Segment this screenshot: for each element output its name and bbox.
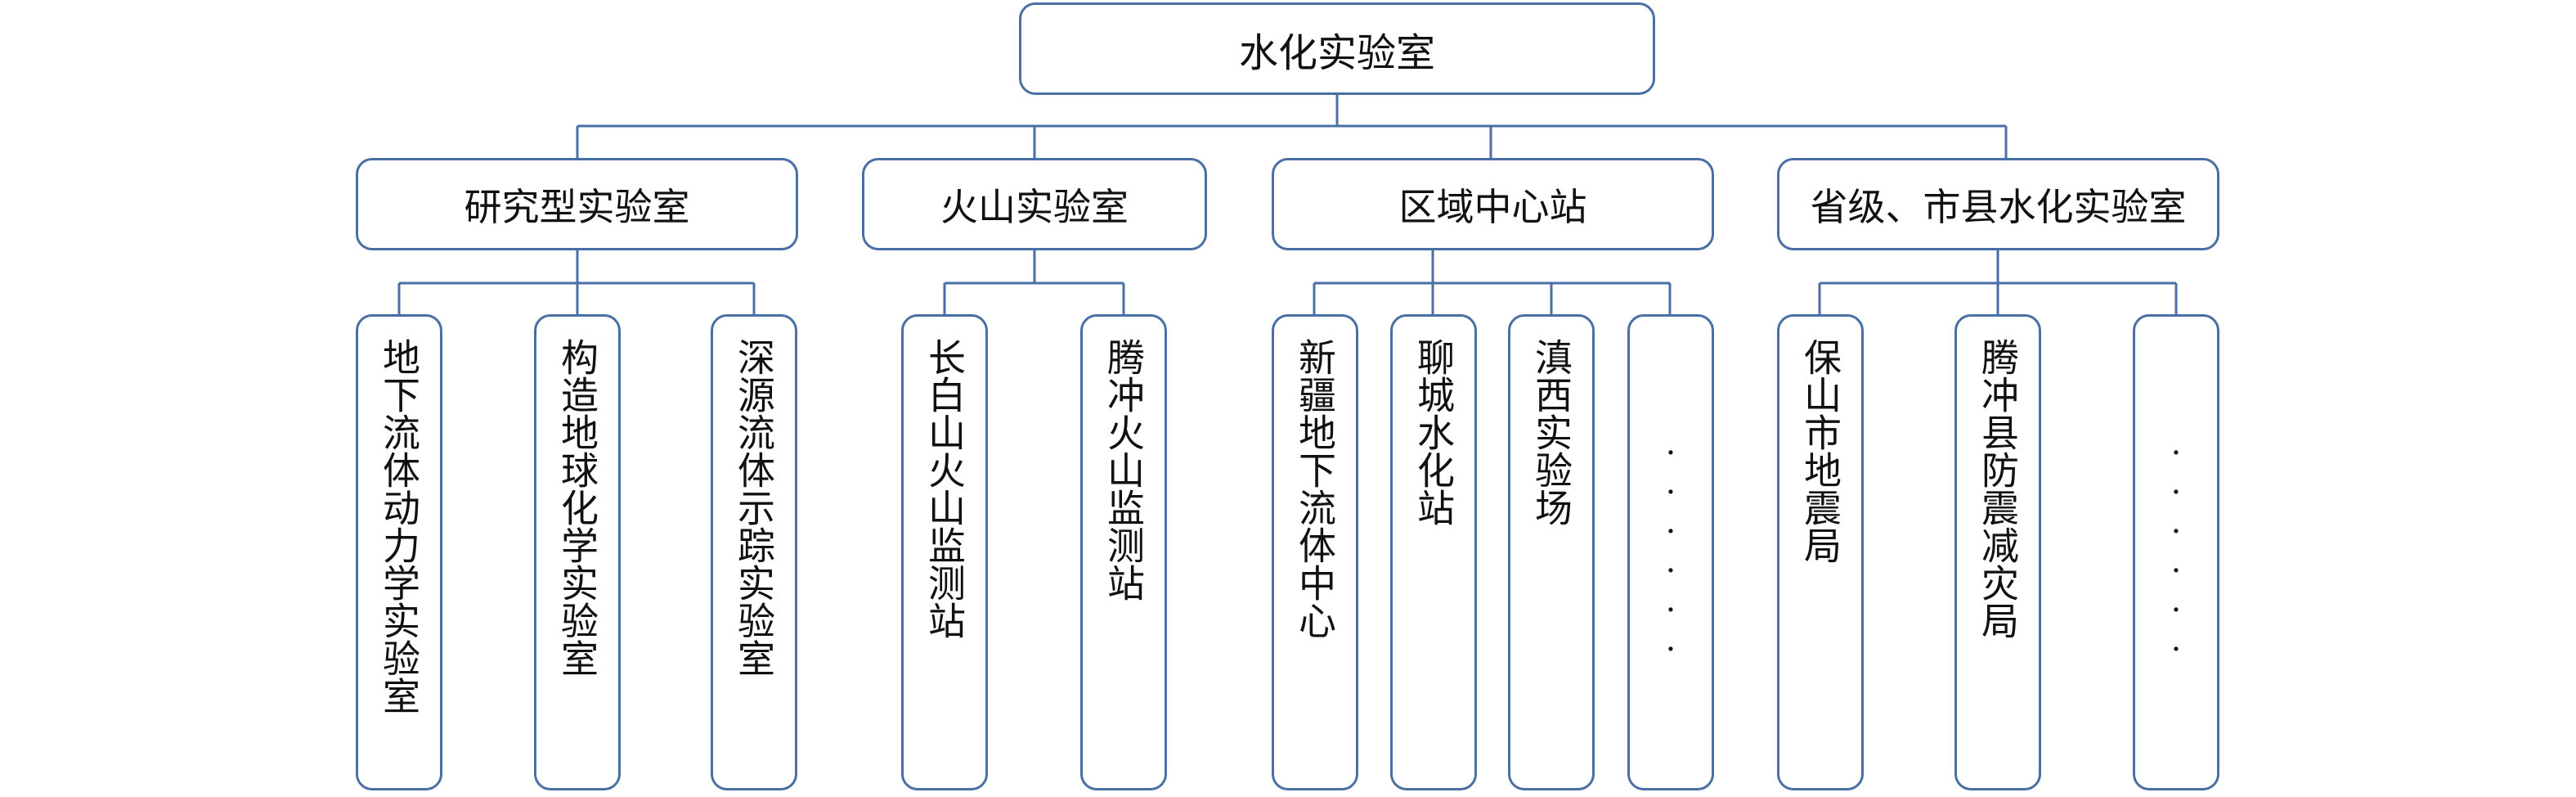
leaf-label: 构造地球化学实验室 — [555, 338, 599, 677]
leaf-label: ······ — [2157, 435, 2195, 670]
leaf-node: 新疆地下流体中心 — [1272, 314, 1358, 790]
root-node: 水化实验室 — [1019, 2, 1655, 95]
leaf-label: 滇西实验场 — [1529, 338, 1573, 526]
leaf-node: 构造地球化学实验室 — [534, 314, 621, 790]
group-node-research-labs: 研究型实验室 — [356, 158, 798, 250]
leaf-label: ······ — [1652, 435, 1690, 670]
leaf-label: 保山市地震局 — [1798, 338, 1842, 564]
leaf-label: 地下流体动力学实验室 — [377, 338, 421, 714]
leaf-node: 聊城水化站 — [1390, 314, 1477, 790]
group-label: 省级、市县水化实验室 — [1810, 184, 2187, 229]
leaf-node: 长白山火山监测站 — [901, 314, 988, 790]
leaf-node: 腾冲县防震减灾局 — [1954, 314, 2041, 790]
leaf-node: 保山市地震局 — [1777, 314, 1864, 790]
leaf-label: 长白山火山监测站 — [922, 338, 967, 639]
leaf-node: 滇西实验场 — [1508, 314, 1595, 790]
leaf-node: 腾冲火山监测站 — [1080, 314, 1167, 790]
leaf-node-ellipsis: ······ — [2133, 314, 2219, 790]
leaf-label: 聊城水化站 — [1411, 338, 1456, 526]
root-label: 水化实验室 — [1238, 29, 1435, 76]
leaf-node: 地下流体动力学实验室 — [356, 314, 442, 790]
leaf-label: 新疆地下流体中心 — [1293, 338, 1337, 639]
leaf-node-ellipsis: ······ — [1627, 314, 1714, 790]
leaf-label: 深源流体示踪实验室 — [732, 338, 776, 677]
group-label: 区域中心站 — [1398, 184, 1587, 229]
group-label: 火山实验室 — [940, 184, 1129, 229]
group-label: 研究型实验室 — [464, 184, 690, 229]
group-node-provincial-labs: 省级、市县水化实验室 — [1777, 158, 2219, 250]
group-node-volcano-labs: 火山实验室 — [862, 158, 1207, 250]
group-node-regional-centers: 区域中心站 — [1272, 158, 1714, 250]
leaf-label: 腾冲火山监测站 — [1102, 338, 1146, 601]
leaf-label: 腾冲县防震减灾局 — [1976, 338, 2020, 639]
leaf-node: 深源流体示踪实验室 — [711, 314, 797, 790]
